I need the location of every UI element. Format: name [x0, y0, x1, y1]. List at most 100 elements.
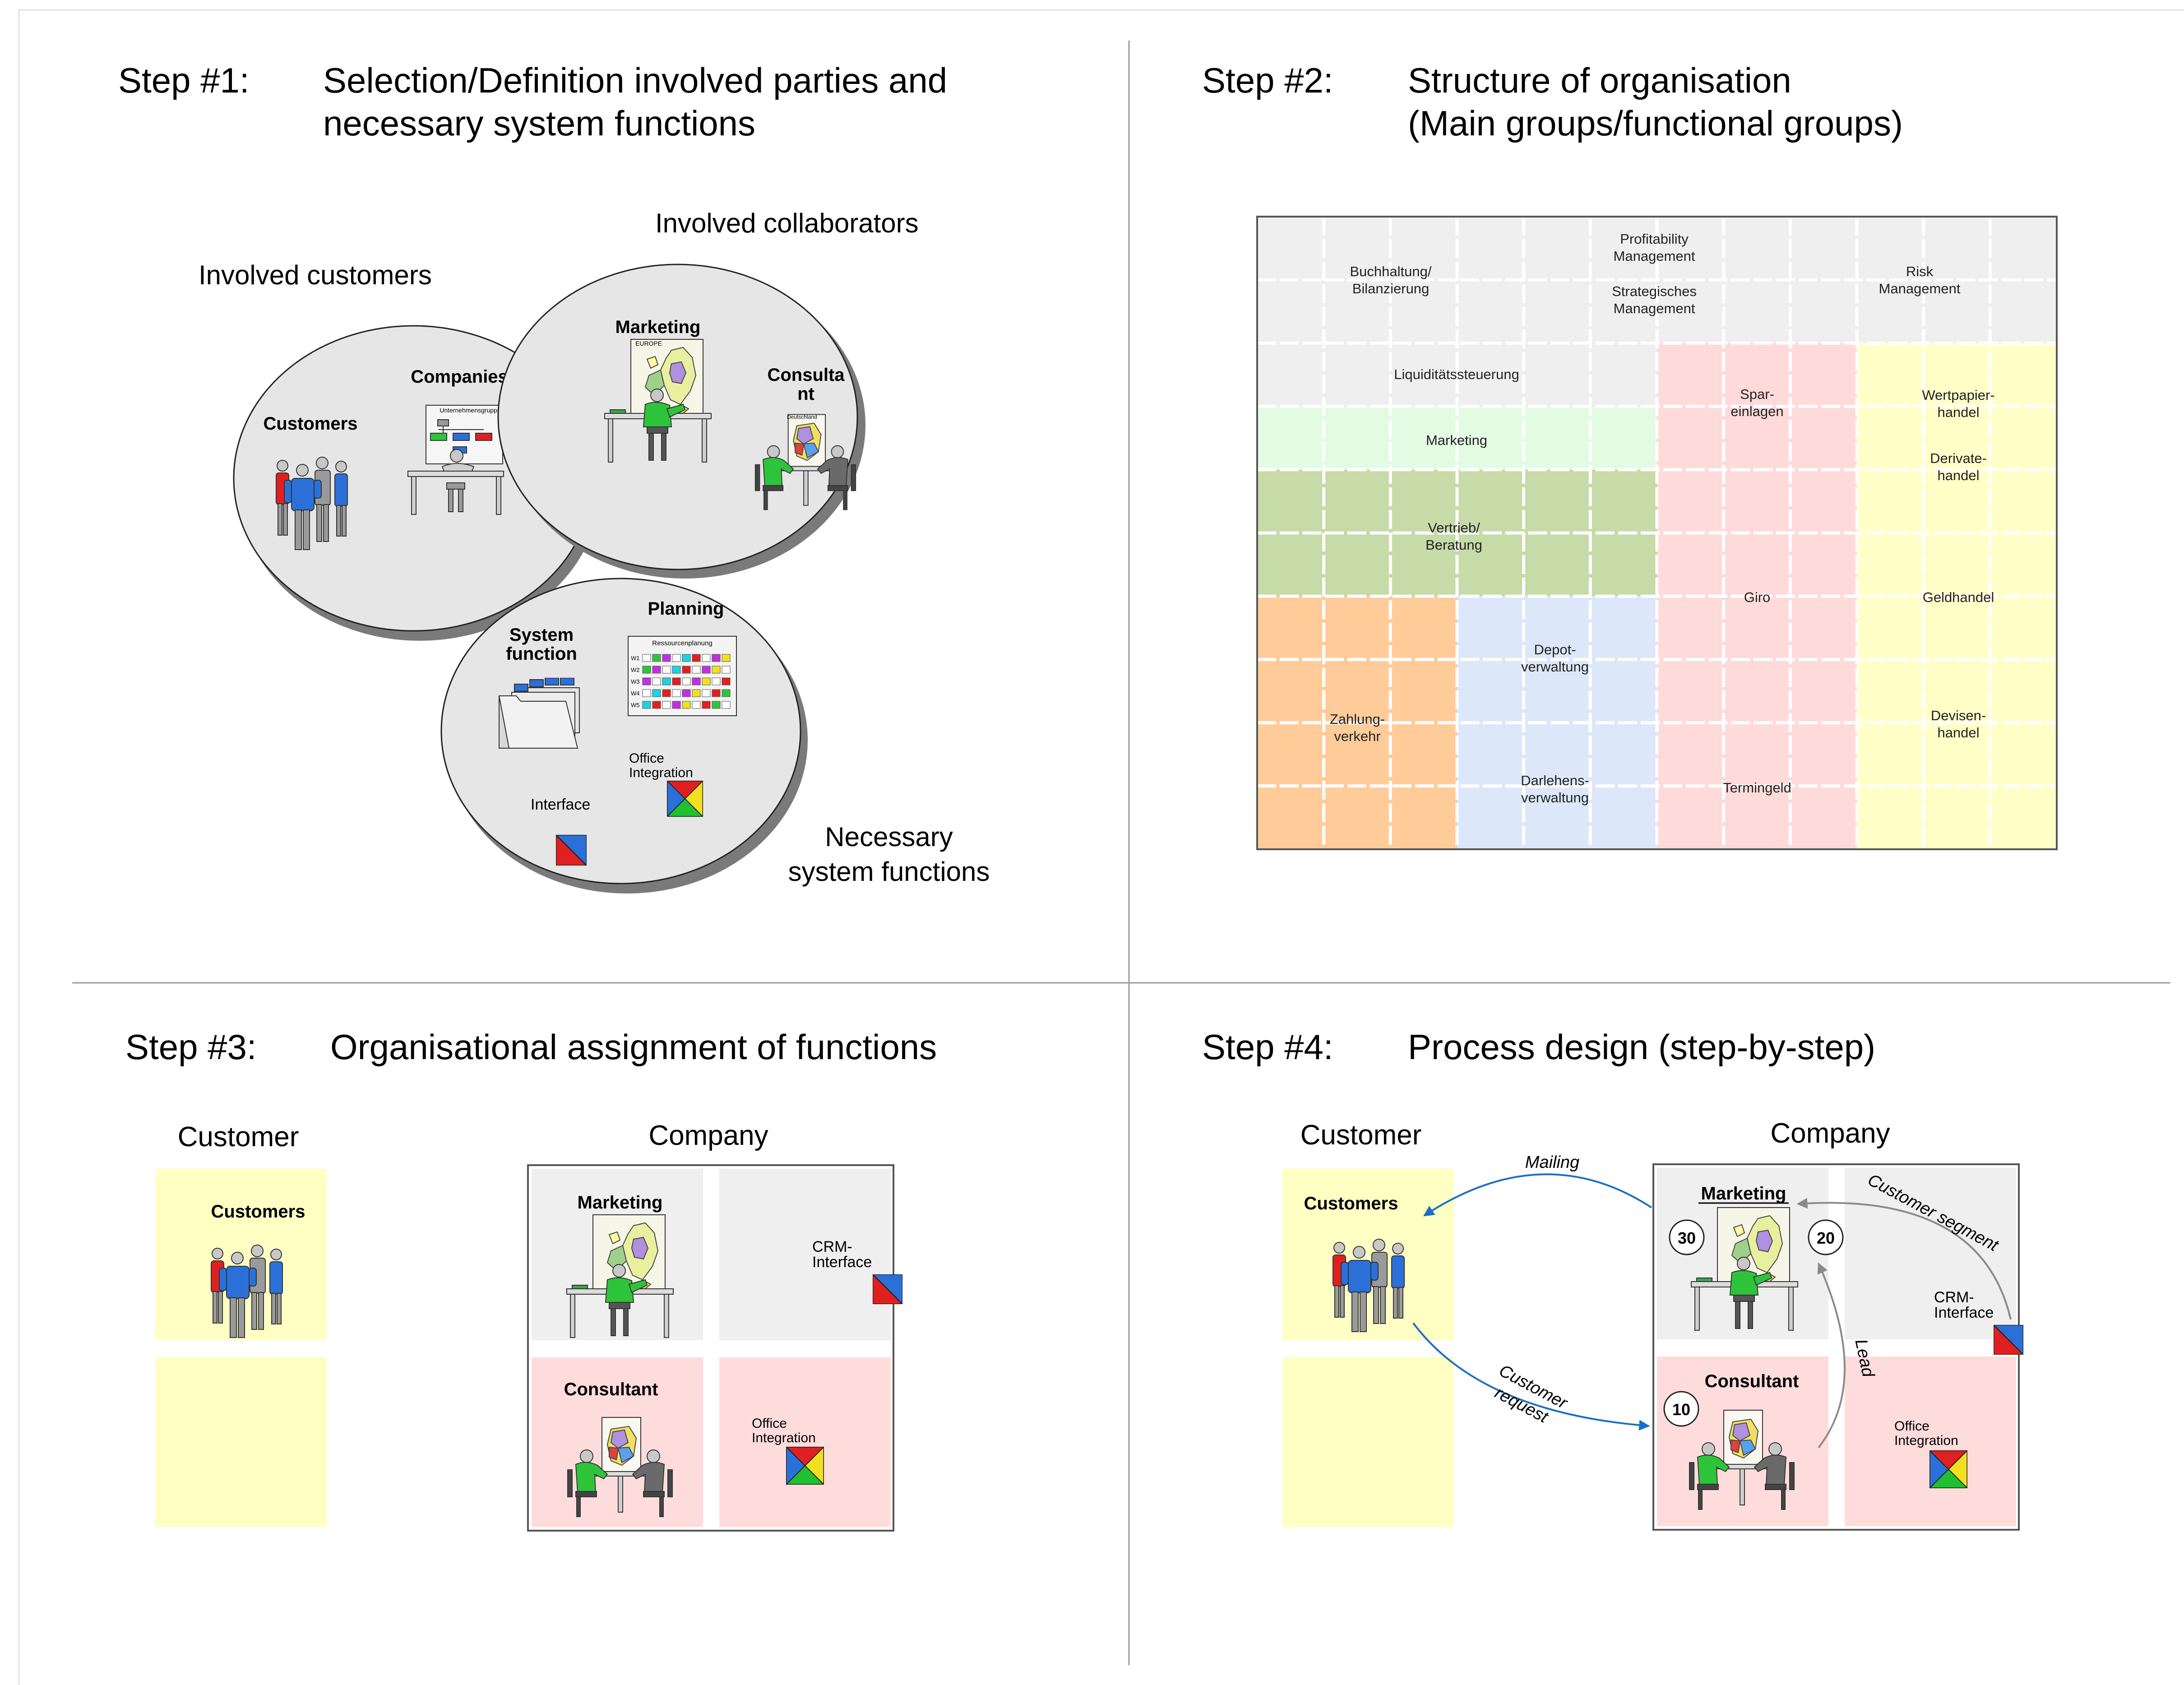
planner-cell — [642, 701, 651, 709]
step1-panel: Step #1: Selection/Definition involved p… — [118, 60, 990, 893]
org-group-label-termingeld: Termingeld — [1723, 780, 1791, 796]
planner-cell — [692, 677, 701, 685]
arrow-customer-segment — [1796, 1198, 2012, 1320]
planner-row-label: W5 — [631, 702, 640, 708]
org-group-label-devisen: handel — [1937, 725, 1979, 741]
caption-involved-collaborators: Involved collaborators — [655, 208, 919, 238]
planner-cell — [692, 689, 701, 697]
step3-crm-line1: CRM- — [812, 1238, 852, 1255]
circle-system-function-line1: System — [509, 625, 574, 645]
step4-label: Step #4: — [1202, 1027, 1333, 1067]
org-structure-matrix: Buchhaltung/BilanzierungProfitabilityMan… — [1256, 216, 2058, 850]
functions-circle: System function Planning Ressourcenplanu… — [440, 578, 808, 893]
step1-title-line2: necessary system functions — [323, 103, 755, 143]
org-group-label-darlehen: Darlehens- — [1521, 773, 1589, 788]
step3-crm-cell — [719, 1169, 891, 1340]
planner-cell — [652, 677, 661, 685]
step4-office-line2: Integration — [1894, 1433, 1958, 1448]
org-grid-lines — [1257, 217, 2057, 849]
arrow-lead — [1817, 1262, 1846, 1449]
org-group-label-vertrieb: Vertrieb/ — [1428, 520, 1480, 536]
step3-office-line1: Office — [752, 1416, 787, 1431]
org-group-label-risk: Risk — [1906, 264, 1934, 279]
step-badge-crm: 20 — [1808, 1219, 1844, 1255]
org-group-label-strategisches: Strategisches — [1612, 283, 1697, 299]
planner-cell — [662, 654, 671, 662]
interface-label: Interface — [531, 796, 590, 813]
planner-cell — [692, 654, 701, 662]
planner-cell — [702, 701, 711, 709]
step4-customer-header: Customer — [1300, 1120, 1422, 1151]
caption-involved-customers: Involved customers — [199, 260, 432, 290]
planner-cell — [712, 689, 721, 697]
arrow-mailing-label: Mailing — [1525, 1153, 1579, 1172]
step-number-30: 30 — [1678, 1229, 1696, 1247]
org-group-label-spar: einlagen — [1731, 403, 1783, 419]
planner-cell — [722, 654, 731, 662]
planner-cell — [702, 666, 711, 674]
step3-customer-header: Customer — [178, 1121, 299, 1153]
step4-marketing-label: Marketing — [1701, 1184, 1786, 1204]
planner-cell — [662, 677, 671, 685]
map-germany-label: Deutschland — [787, 414, 817, 420]
planner-cell — [672, 677, 681, 685]
planner-cell — [642, 666, 651, 674]
org-group-label-spar: Spar- — [1740, 386, 1774, 402]
step2-title-line1: Structure of organisation — [1408, 60, 1791, 100]
planner-cell — [642, 654, 651, 662]
planner-cell — [662, 701, 671, 709]
org-group-label-wertpapier: Wertpapier- — [1922, 387, 1994, 403]
org-group-label-derivate: handel — [1937, 468, 1979, 483]
step3-marketing-label: Marketing — [578, 1193, 663, 1213]
org-group-label-vertrieb: Beratung — [1425, 537, 1482, 553]
planner-cell — [692, 701, 701, 709]
planner-cell — [692, 666, 701, 674]
circle-planning-label: Planning — [648, 599, 724, 619]
planner-title: Ressourcenplanung — [652, 639, 712, 647]
step4-title: Process design (step-by-step) — [1408, 1027, 1875, 1067]
step4-crm-cell — [1845, 1168, 2016, 1339]
circle-consultant-line1: Consulta — [767, 365, 845, 385]
step-number-10: 10 — [1672, 1400, 1690, 1419]
planner-cell — [642, 677, 651, 685]
planner-cell — [652, 689, 661, 697]
planner-cell — [702, 654, 711, 662]
planner-row-label: W3 — [631, 678, 640, 685]
step4-crm-interface-icon — [1994, 1325, 2023, 1355]
org-group-label-wertpapier: handel — [1937, 404, 1979, 420]
planner-row-label: W2 — [631, 667, 640, 673]
planner-cell — [642, 689, 651, 697]
planner-cell — [682, 654, 691, 662]
planner-row-label: W4 — [631, 690, 640, 697]
step3-label: Step #3: — [125, 1027, 257, 1067]
interface-icon — [556, 835, 587, 866]
step4-crm-line2: Interface — [1934, 1304, 1994, 1321]
org-group-label-depot: verwaltung — [1521, 659, 1589, 675]
step3-company-header: Company — [648, 1120, 768, 1151]
step2-label: Step #2: — [1202, 60, 1333, 100]
org-group-label-geldhandel: Geldhandel — [1923, 589, 1994, 605]
circle-marketing-label: Marketing — [615, 317, 701, 337]
arrow-mailing — [1423, 1173, 1652, 1217]
step4-consultant-label: Consultant — [1705, 1371, 1799, 1391]
planner-cell — [682, 689, 691, 697]
planner-cell — [672, 654, 681, 662]
planner-cell — [722, 666, 731, 674]
step4-panel: Step #4: Process design (step-by-step) C… — [1202, 1027, 2023, 1531]
planner-cell — [682, 701, 691, 709]
planner-cell — [682, 666, 691, 674]
office-integration-line2: Integration — [629, 765, 693, 780]
org-group-label-risk: Management — [1879, 281, 1961, 296]
org-group-label-liquiditaet: Liquiditätssteuerung — [1394, 366, 1519, 382]
step3-title: Organisational assignment of functions — [330, 1027, 937, 1067]
org-group-label-zahlung: verkehr — [1334, 728, 1380, 744]
planner-cell — [672, 701, 681, 709]
planner-cell — [722, 701, 731, 709]
planner-cell — [712, 654, 721, 662]
planner-cell — [712, 666, 721, 674]
org-group-labels: Buchhaltung/BilanzierungProfitabilityMan… — [1330, 231, 1995, 805]
org-group-label-giro: Giro — [1744, 589, 1771, 605]
